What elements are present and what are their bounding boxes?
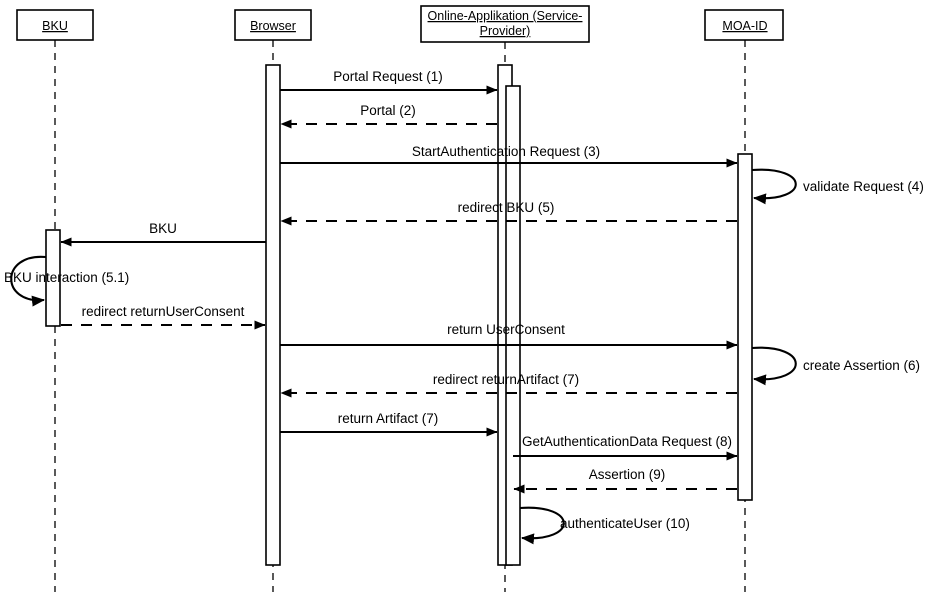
participant-label-moaid: MOA-ID xyxy=(722,19,767,33)
activation-bar-bku xyxy=(45,229,61,327)
participant-label2-oa: Provider) xyxy=(480,24,531,38)
message-label-5: redirect BKU (5) xyxy=(458,200,555,215)
message-label-12: return Artifact (7) xyxy=(338,411,439,426)
participant-label-oa: Online-Applikation (Service- xyxy=(428,9,583,23)
activation-bar-browser xyxy=(265,64,281,566)
participant-label-browser: Browser xyxy=(250,19,296,33)
message-label-8: redirect returnUserConsent xyxy=(82,304,245,319)
self-message-arc-15 xyxy=(519,506,565,545)
participant-box-moaid[interactable] xyxy=(704,9,784,41)
message-label-2: Portal (2) xyxy=(360,103,416,118)
activation-bars-group xyxy=(45,64,753,566)
messages-group: Portal Request (1) Portal (2) StartAuthent… xyxy=(4,69,924,545)
message-label-3: StartAuthentication Request (3) xyxy=(412,144,600,159)
participant-box-bku[interactable] xyxy=(16,9,94,41)
message-label-4: validate Request (4) xyxy=(803,179,924,194)
message-label-13: GetAuthenticationData Request (8) xyxy=(522,434,732,449)
message-label-15: authenticateUser (10) xyxy=(560,516,690,531)
participant-headers-group: BKU Browser Online-Applikation (Service-Pr… xyxy=(16,5,784,43)
activation-bar-moaid xyxy=(737,153,753,501)
self-message-arc-7 xyxy=(10,255,47,307)
participant-label-bku: BKU xyxy=(42,19,68,33)
message-label-10: create Assertion (6) xyxy=(803,358,920,373)
participant-box-oa[interactable] xyxy=(420,5,590,43)
message-label-6: BKU xyxy=(149,221,177,236)
message-label-1: Portal Request (1) xyxy=(333,69,443,84)
activation-bar-oa xyxy=(505,85,521,566)
participant-box-browser[interactable] xyxy=(234,9,312,41)
message-label-11: redirect returnArtifact (7) xyxy=(433,372,579,387)
message-label-9: return UserConsent xyxy=(447,322,565,337)
message-label-7: BKU interaction (5.1) xyxy=(4,270,129,285)
message-label-14: Assertion (9) xyxy=(589,467,666,482)
self-message-arc-10 xyxy=(751,346,797,386)
self-message-arc-4 xyxy=(751,168,797,205)
